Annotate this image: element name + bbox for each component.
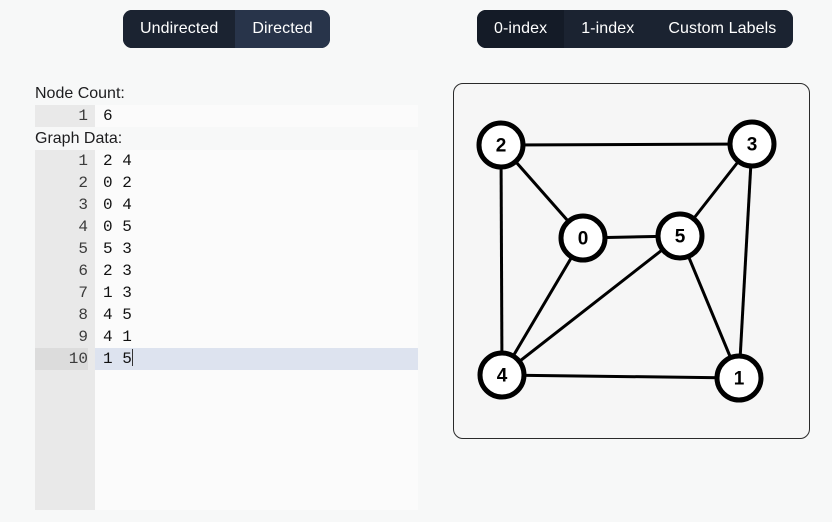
line-number: 1 (78, 152, 88, 170)
graph-data-input[interactable]: 2 4 0 2 0 4 0 5 5 3 2 3 1 3 4 5 4 1 1 5 (95, 150, 418, 510)
graph-node-circle[interactable] (655, 211, 705, 261)
graph-node-circle[interactable] (476, 120, 526, 170)
graph-node-circle[interactable] (714, 353, 764, 403)
graph-node[interactable]: 1 (714, 353, 764, 403)
graph-node[interactable]: 2 (476, 120, 526, 170)
graph-data-label: Graph Data: (35, 130, 123, 147)
code-line[interactable]: 0 5 (103, 218, 132, 236)
graph-node[interactable]: 0 (558, 213, 608, 263)
graph-node[interactable]: 5 (655, 211, 705, 261)
line-number: 2 (78, 174, 88, 192)
graph-node-circle[interactable] (727, 119, 777, 169)
line-number: 6 (78, 262, 88, 280)
graph-node-label: 0 (578, 229, 589, 250)
graph-visualization-panel[interactable]: 2 3 0 5 4 1 (453, 83, 810, 439)
graph-data-editor[interactable]: 1 2 3 4 5 6 7 8 9 10 2 4 0 2 0 4 0 5 5 3… (35, 150, 418, 510)
line-number-active: 10 (35, 348, 88, 370)
graph-canvas[interactable]: 2 3 0 5 4 1 (454, 84, 809, 438)
graph-node-label: 5 (675, 227, 686, 248)
code-line[interactable]: 2 3 (103, 262, 132, 280)
toggle-1-index[interactable]: 1-index (564, 10, 652, 48)
line-number: 8 (78, 306, 88, 324)
toggle-custom-labels[interactable]: Custom Labels (651, 10, 794, 48)
code-line[interactable]: 2 4 (103, 152, 132, 170)
graph-edge (499, 144, 504, 376)
line-number: 7 (78, 284, 88, 302)
line-number: 5 (78, 240, 88, 258)
graph-node-circle[interactable] (558, 213, 608, 263)
line-number: 9 (78, 328, 88, 346)
graph-node[interactable]: 3 (727, 119, 777, 169)
code-line[interactable]: 1 3 (103, 284, 132, 302)
graph-node[interactable]: 4 (477, 350, 527, 400)
indexing-toggle-group[interactable]: 0-index 1-index Custom Labels (477, 10, 794, 48)
code-line[interactable]: 6 (103, 107, 113, 125)
code-line[interactable]: 0 2 (103, 174, 132, 192)
code-line[interactable]: 4 1 (103, 328, 132, 346)
toggle-directed[interactable]: Directed (235, 10, 330, 48)
graph-edge (500, 237, 585, 376)
graph-edge (678, 235, 741, 379)
graph-node-label: 3 (747, 135, 758, 156)
toggle-undirected[interactable]: Undirected (123, 10, 236, 48)
graph-edge (737, 143, 754, 379)
graph-node-label: 1 (734, 369, 745, 390)
code-line[interactable]: 4 5 (103, 306, 132, 324)
graph-edge (501, 373, 740, 380)
editor-column: Node Count: 1 6 Graph Data: 1 2 3 4 5 6 … (35, 84, 418, 510)
line-number: 4 (78, 218, 88, 236)
line-number: 3 (78, 196, 88, 214)
graph-node-label: 2 (496, 136, 507, 157)
text-caret (131, 349, 133, 366)
code-line[interactable]: 0 4 (103, 196, 132, 214)
code-line-text: 1 5 (103, 350, 132, 368)
node-count-gutter: 1 (35, 105, 95, 127)
graph-node-label: 4 (497, 366, 508, 387)
node-count-label: Node Count: (35, 85, 125, 102)
graph-edge (501, 234, 681, 377)
node-count-input[interactable]: 6 (95, 105, 418, 127)
code-line[interactable]: 5 3 (103, 240, 132, 258)
code-line-active[interactable]: 1 5 (95, 348, 418, 370)
node-count-editor[interactable]: 1 6 (35, 105, 418, 127)
graph-data-gutter: 1 2 3 4 5 6 7 8 9 10 (35, 150, 95, 510)
graph-edge (500, 142, 753, 147)
graph-node-circle[interactable] (477, 350, 527, 400)
line-number: 1 (78, 107, 88, 125)
toggle-0-index[interactable]: 0-index (477, 10, 565, 48)
graph-type-toggle-group[interactable]: Undirected Directed (123, 10, 330, 48)
